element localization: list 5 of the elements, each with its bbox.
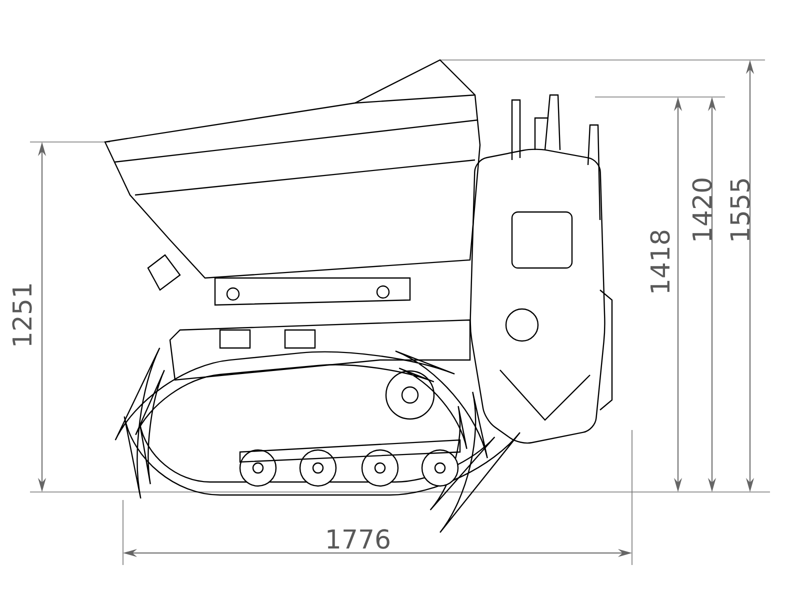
dimension-label: 1555 xyxy=(730,179,750,240)
dimension-label: 1776 xyxy=(328,529,390,549)
dimension-label: 1251 xyxy=(12,284,32,346)
dimension-label: 1418 xyxy=(650,230,670,292)
dimension-label: 1420 xyxy=(692,178,712,240)
